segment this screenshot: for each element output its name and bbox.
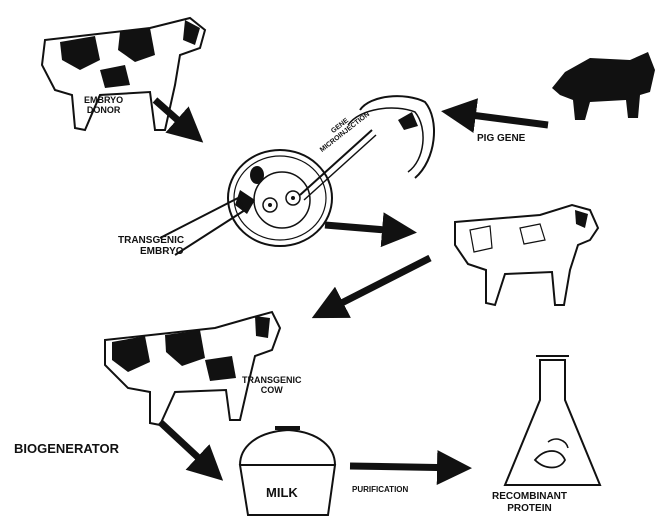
arrow-pig-gene: [448, 112, 548, 125]
transgenic-embryo-label: TRANSGENIC EMBRYO: [118, 236, 184, 257]
recombinant-label: RECOMBINANT: [492, 492, 567, 502]
recipient-cow-icon: [455, 205, 598, 305]
embryo-donor-cow-icon: [42, 18, 205, 130]
milk-bucket-icon: [240, 428, 335, 515]
transgenic-cow-icon: [105, 312, 280, 425]
flask-icon: [505, 356, 600, 485]
arrow-cow-to-milk: [160, 422, 218, 476]
embryo-donor-label-line1: EMBRYO: [84, 96, 123, 105]
transgenic-embryo-label-line1: TRANSGENIC: [118, 236, 184, 246]
biogenerator-label: BIOGENERATOR: [14, 442, 119, 455]
arrow-dish-to-recipient: [325, 225, 410, 232]
transgenic-embryo-dish-icon: [160, 150, 332, 255]
transgenic-cow-label-line2: COW: [242, 386, 302, 395]
embryo-donor-label-line2: DONOR: [84, 106, 123, 115]
milk-label: MILK: [266, 486, 298, 499]
embryo-donor-label: EMBRYO DONOR: [84, 96, 123, 115]
protein-label: PROTEIN: [492, 504, 567, 514]
purification-label: PURIFICATION: [352, 486, 408, 494]
transgenic-embryo-label-line2: EMBRYO: [140, 247, 184, 257]
transgenic-cow-label: TRANSGENIC COW: [242, 376, 302, 395]
pig-icon: [552, 52, 655, 120]
transgenic-cow-label-line1: TRANSGENIC: [242, 376, 302, 385]
arrow-purification: [350, 466, 465, 468]
arrow-recipient-to-transgenic: [318, 258, 430, 315]
recombinant-protein-label: RECOMBINANT PROTEIN: [492, 492, 567, 514]
pig-gene-label: PIG GENE: [477, 134, 525, 144]
